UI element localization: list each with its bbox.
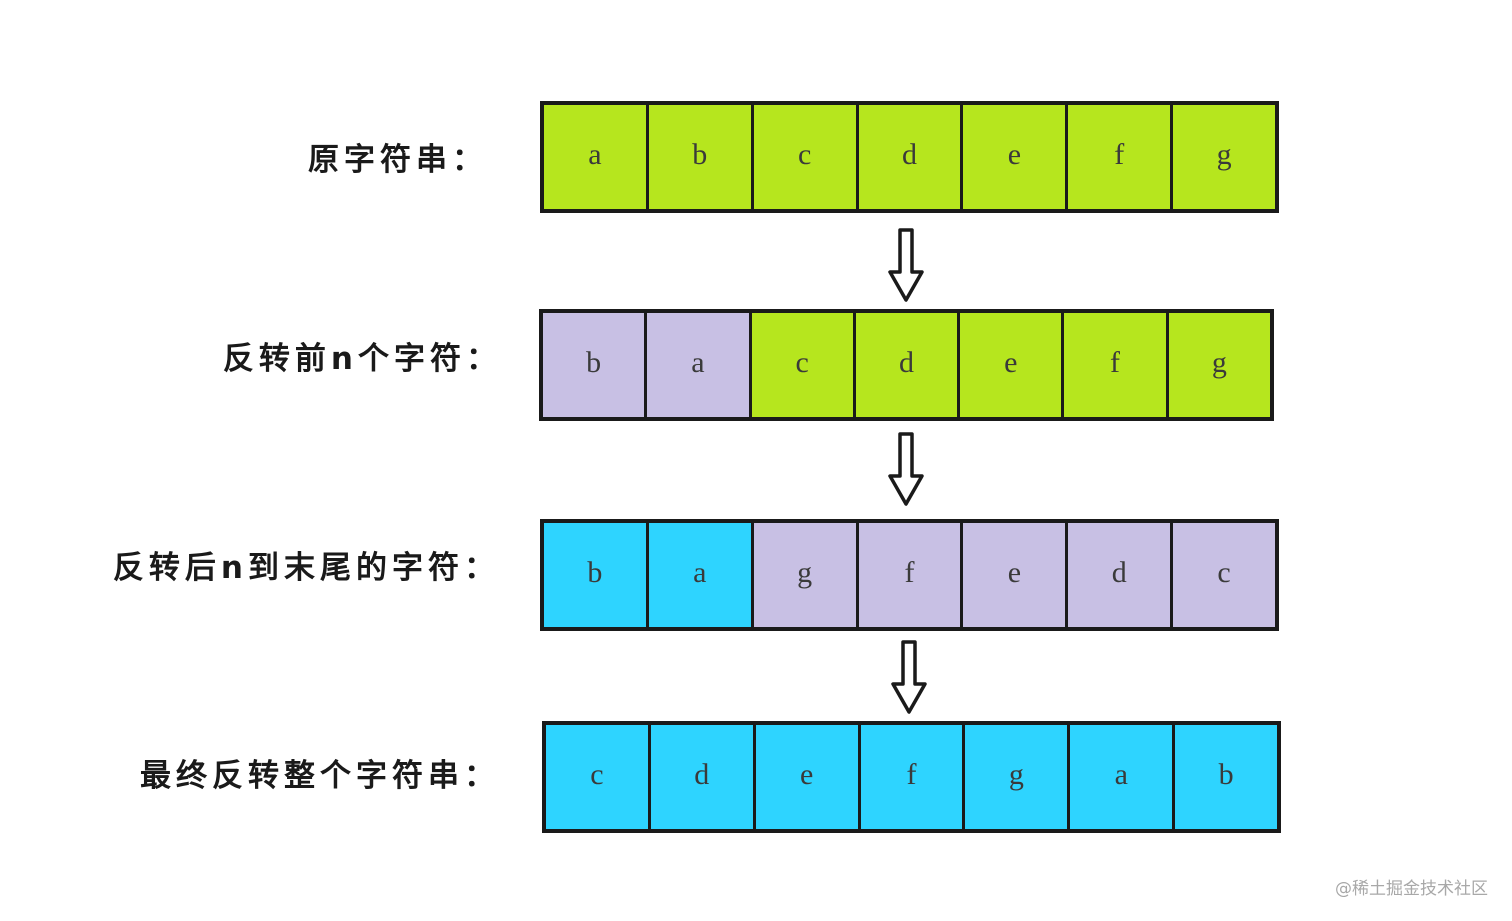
cell-char: b [692, 138, 708, 171]
char-cell: b [544, 523, 646, 627]
cell-char: e [799, 758, 814, 791]
cell-char: d [694, 758, 710, 791]
char-cell: b [1175, 725, 1278, 829]
watermark: @稀土掘金技术社区 [1335, 879, 1488, 899]
cell-char: a [691, 346, 705, 379]
string-strip-reverse-first-n: b a c d e f g [539, 309, 1274, 421]
char-cell: f [1064, 313, 1166, 417]
cell-char: f [1114, 138, 1125, 171]
char-cell: e [755, 725, 858, 829]
char-cell: f [1068, 105, 1171, 209]
cell-char: e [1007, 556, 1022, 589]
char-cell: a [647, 313, 749, 417]
char-cell: f [858, 523, 961, 627]
cell-char: d [902, 138, 917, 171]
string-strip-reverse-rest: b a g f e d c [540, 519, 1279, 631]
row-label-reverse-all: 最终反转整个字符串： [140, 758, 500, 794]
cell-char: a [1114, 758, 1128, 791]
cell-char: c [797, 138, 812, 171]
cell-char: g [797, 556, 813, 589]
string-strip-original: a b c d e f g [540, 101, 1279, 213]
cell-char: a [693, 556, 707, 589]
char-cell: a [544, 105, 646, 209]
char-cell: f [860, 725, 963, 829]
cell-char: e [1007, 138, 1022, 171]
row-label-original: 原字符串： [308, 142, 488, 178]
cell-char: e [1004, 346, 1018, 379]
char-cell: c [753, 105, 856, 209]
char-cell: e [960, 313, 1062, 417]
char-cell: g [965, 725, 1068, 829]
cell-char: f [906, 758, 917, 791]
cell-char: b [587, 556, 603, 589]
char-cell: c [751, 313, 853, 417]
row-label-reverse-rest: 反转后n到末尾的字符： [112, 550, 500, 586]
down-arrow-icon [888, 228, 924, 302]
cell-char: a [588, 138, 602, 171]
cell-char: d [898, 346, 914, 379]
cell-char: c [795, 346, 809, 379]
char-cell: d [858, 105, 961, 209]
char-cell: g [1173, 105, 1276, 209]
cell-char: b [586, 346, 602, 379]
char-cell: e [963, 105, 1066, 209]
char-cell: c [546, 725, 648, 829]
char-cell: a [1070, 725, 1173, 829]
row-label-reverse-first-n: 反转前n个字符： [222, 341, 502, 377]
cell-char: b [1218, 758, 1234, 791]
char-cell: e [963, 523, 1066, 627]
char-cell: d [855, 313, 958, 417]
char-cell: a [648, 523, 751, 627]
down-arrow-icon [888, 432, 924, 506]
cell-char: g [1216, 138, 1232, 171]
cell-char: c [1217, 556, 1231, 589]
char-cell: g [1168, 313, 1270, 417]
char-cell: c [1173, 523, 1276, 627]
char-cell: b [648, 105, 751, 209]
cell-char: d [1111, 556, 1127, 589]
char-cell: d [650, 725, 753, 829]
down-arrow-icon [891, 640, 927, 714]
char-cell: g [753, 523, 856, 627]
cell-char: g [1211, 346, 1227, 379]
cell-char: g [1008, 758, 1024, 791]
char-cell: b [543, 313, 645, 417]
cell-char: c [590, 758, 604, 791]
cell-char: f [1110, 346, 1121, 379]
cell-char: f [904, 556, 915, 589]
char-cell: d [1068, 523, 1171, 627]
string-strip-reverse-all: c d e f g a b [542, 721, 1281, 833]
